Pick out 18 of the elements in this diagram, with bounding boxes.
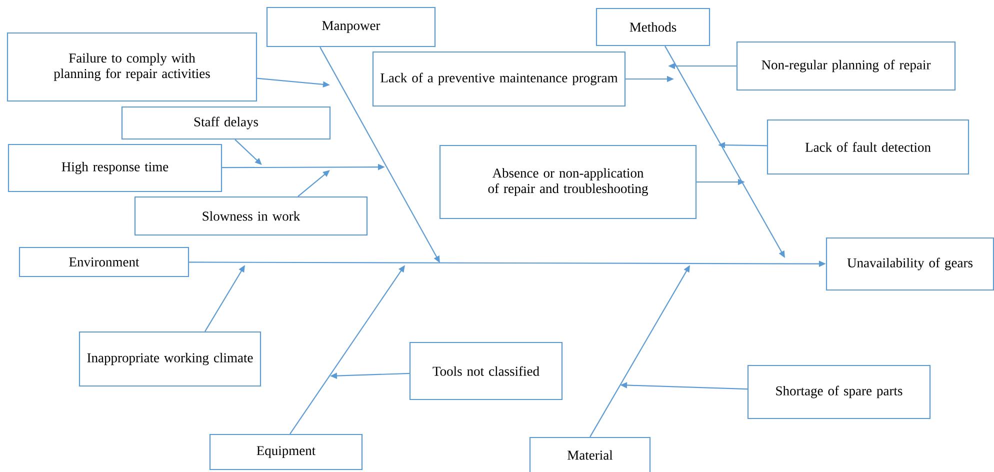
cause-box: Slowness in work bbox=[134, 196, 368, 236]
cause-box: High response time bbox=[8, 144, 222, 192]
cause-box: Non-regular planning of repair bbox=[736, 41, 956, 91]
cause-box: Tools not classified bbox=[409, 342, 563, 400]
category-box: Manpower bbox=[266, 6, 436, 48]
arrow bbox=[234, 139, 262, 165]
cause-box: Staff delays bbox=[121, 106, 331, 140]
category-box: Equipment bbox=[209, 434, 363, 470]
cause-box: Absence or non-application of repair and troubleshooting bbox=[439, 144, 697, 220]
cause-box: Shortage of spare parts bbox=[747, 364, 931, 420]
cause-box: Lack of fault detection bbox=[766, 119, 970, 175]
category-box: Environment bbox=[18, 246, 190, 278]
cause-box: Failure to comply with planning for repair activities bbox=[6, 32, 258, 102]
cause-box: Lack of a preventive maintenance program bbox=[372, 51, 626, 107]
effect-box: Unavailability of gears bbox=[826, 237, 994, 291]
category-box: Material bbox=[529, 436, 651, 472]
category-box: Methods bbox=[596, 8, 710, 46]
cause-box: Inappropriate working climate bbox=[78, 331, 262, 387]
